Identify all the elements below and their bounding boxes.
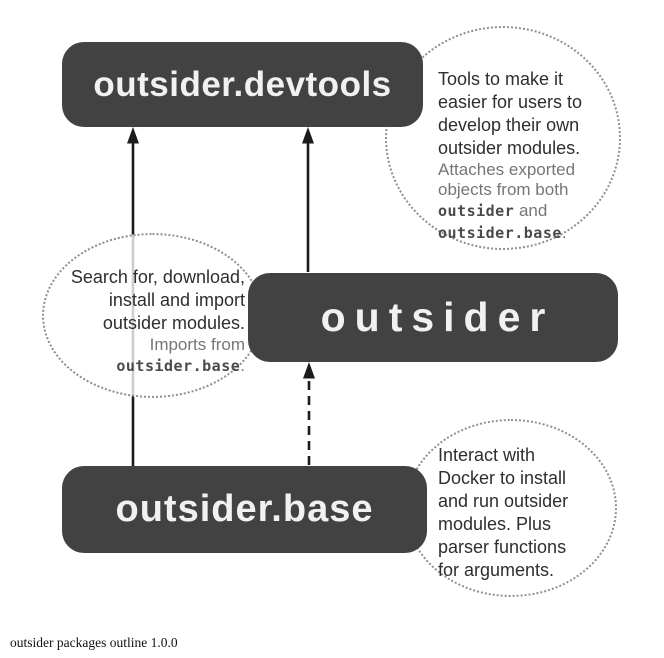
arrow-outsider-to-devtools [302, 127, 314, 272]
node-label: outsider [320, 294, 555, 340]
node-outsider-base: outsider.base [62, 466, 427, 553]
arrow-base-to-outsider-dashed [303, 362, 315, 465]
inline-code: outsider [438, 202, 515, 220]
inline-code: outsider.base [116, 357, 241, 375]
annotation-code-rest: . [561, 223, 567, 242]
annotation-outsider-text: Search for, download, install and import… [49, 266, 245, 377]
annotation-code-row: outsider.base. [438, 222, 614, 244]
annotation-code-rest: and [514, 201, 548, 220]
annotation-primary-text: Search for, download, install and import… [70, 267, 245, 333]
arrow-outsider-to-devtools-head [302, 127, 314, 144]
annotation-code-rest: . [240, 356, 245, 375]
annotation-secondary-text: Attaches exported objects from both [438, 160, 576, 199]
node-label: outsider.devtools [93, 64, 392, 104]
node-outsider: outsider [248, 273, 618, 362]
annotation-bubble-base: Interact with Docker to install and run … [405, 419, 617, 597]
arrow-base-to-outsider-head [303, 362, 315, 379]
annotation-bubble-devtools: Tools to make it easier for users to dev… [385, 26, 621, 250]
annotation-primary-text: Interact with Docker to install and run … [438, 445, 569, 580]
node-label: outsider.base [115, 488, 374, 530]
annotation-secondary-text: Imports from [149, 335, 245, 354]
node-outsider-devtools: outsider.devtools [62, 42, 423, 127]
annotation-primary-text: Tools to make it easier for users to dev… [438, 69, 583, 158]
footer-version-text: outsider packages outline 1.0.0 [10, 635, 178, 650]
inline-code: outsider.base [438, 224, 562, 242]
annotation-bubble-outsider: Search for, download, install and import… [42, 233, 263, 398]
annotation-code-row: outsider and [438, 200, 614, 222]
annotation-devtools-text: Tools to make it easier for users to dev… [438, 68, 614, 244]
annotation-base-text: Interact with Docker to install and run … [438, 444, 608, 582]
annotation-code-row: outsider.base. [49, 355, 245, 377]
arrow-base-to-devtools-head [127, 127, 139, 144]
